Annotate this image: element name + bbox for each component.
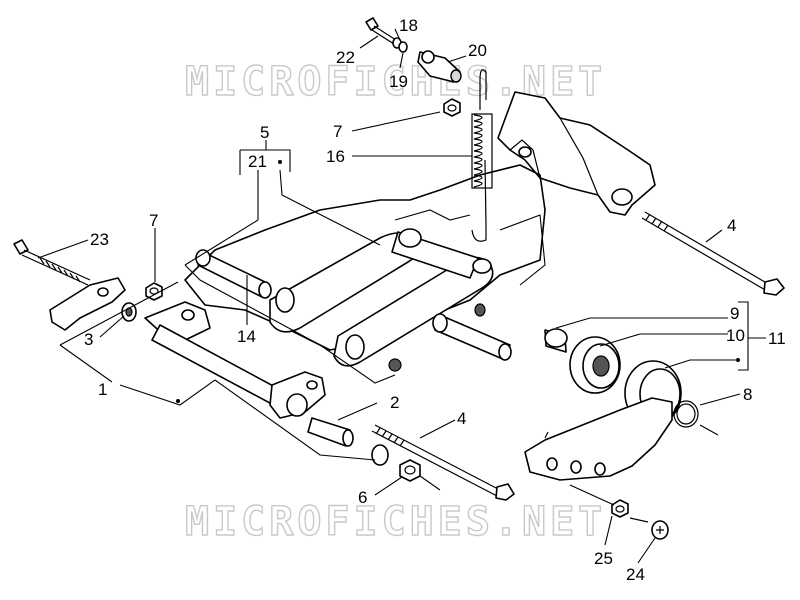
- nut-7-upper: [443, 98, 461, 117]
- sleeve-2: [307, 417, 354, 447]
- callout-3: 3: [84, 330, 93, 349]
- callout-labels: 23 7 3 1 14 5 21 2 4 6 7 16 22 18 19 20 …: [84, 16, 786, 584]
- callout-11: 11: [768, 329, 786, 348]
- callout-19: 19: [389, 72, 408, 91]
- swing-arm-frame: [184, 164, 546, 351]
- screw-24: [629, 517, 669, 540]
- callout-23: 23: [90, 230, 109, 249]
- nut-6: [399, 459, 421, 482]
- callout-21: 21: [248, 152, 267, 171]
- callout-14: 14: [237, 327, 256, 346]
- watermark-bottom: MICROFICHES.NET: [185, 499, 606, 545]
- callout-10: 10: [726, 326, 745, 345]
- callout-7-left: 7: [149, 211, 158, 230]
- callout-9: 9: [730, 304, 739, 323]
- bushing-lower: [371, 444, 389, 466]
- callout-1: 1: [98, 380, 107, 399]
- bolt-22-set: [365, 17, 462, 83]
- spring-16: [471, 69, 493, 242]
- bolt-23: [13, 239, 91, 286]
- bolt-4-upper: [641, 211, 785, 296]
- callout-7-upper: 7: [333, 122, 342, 141]
- nut-7-left: [145, 282, 163, 301]
- callout-16: 16: [326, 147, 345, 166]
- upper-frame-bracket: [497, 91, 656, 216]
- nut-25: [611, 499, 629, 518]
- link-assembly: [195, 228, 512, 372]
- callout-8: 8: [743, 385, 752, 404]
- callout-4-upper: 4: [727, 216, 736, 235]
- bolt-4-lower: [371, 424, 515, 501]
- callout-5: 5: [260, 123, 269, 142]
- callout-18: 18: [399, 16, 418, 35]
- callout-2: 2: [390, 393, 399, 412]
- leader-lines: [37, 28, 766, 564]
- callout-20: 20: [468, 41, 487, 60]
- lower-shaft: [144, 301, 326, 419]
- callout-6: 6: [358, 488, 367, 507]
- callout-24: 24: [626, 565, 645, 584]
- left-bracket: [49, 277, 126, 331]
- callout-25: 25: [594, 549, 613, 568]
- tension-arm-plate: [524, 397, 673, 481]
- callout-22: 22: [336, 48, 355, 67]
- callout-4-lower: 4: [457, 409, 466, 428]
